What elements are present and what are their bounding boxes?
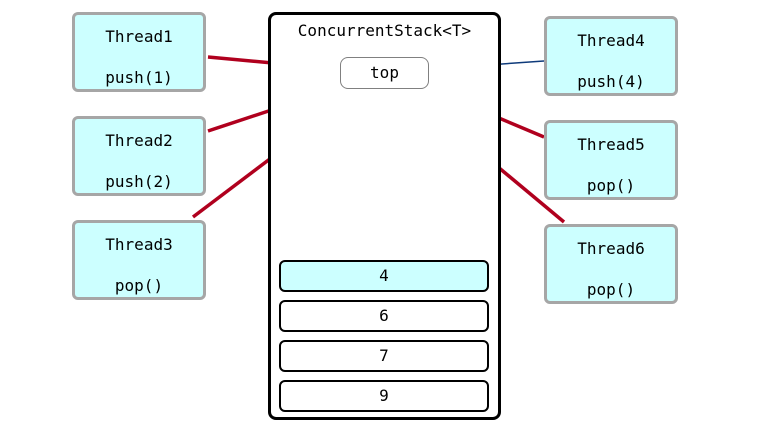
thread-operation: push(2): [105, 172, 173, 191]
thread-name: Thread4: [577, 31, 645, 50]
thread-box-6: Thread6 pop(): [544, 224, 678, 304]
thread-name: Thread5: [577, 135, 645, 154]
stack-cell: 9: [279, 380, 489, 412]
thread-box-2: Thread2 push(2): [72, 116, 206, 196]
thread-operation: push(4): [577, 72, 645, 91]
stack-cell: 4: [279, 260, 489, 292]
stack-cell: 7: [279, 340, 489, 372]
thread-operation: pop(): [586, 176, 636, 195]
thread-box-4: Thread4 push(4): [544, 16, 678, 96]
thread-name: Thread6: [577, 239, 645, 258]
thread-name: Thread2: [105, 131, 173, 150]
stack-cell: 6: [279, 300, 489, 332]
thread-box-1: Thread1 push(1): [72, 12, 206, 92]
thread-operation: pop(): [586, 280, 636, 299]
thread-box-3: Thread3 pop(): [72, 220, 206, 300]
thread-name: Thread1: [105, 27, 173, 46]
top-pointer-node: top: [340, 57, 429, 89]
thread-operation: push(1): [105, 68, 173, 87]
stack-title: ConcurrentStack<T>: [297, 21, 472, 40]
thread-operation: pop(): [114, 276, 164, 295]
thread-name: Thread3: [105, 235, 173, 254]
thread-box-5: Thread5 pop(): [544, 120, 678, 200]
